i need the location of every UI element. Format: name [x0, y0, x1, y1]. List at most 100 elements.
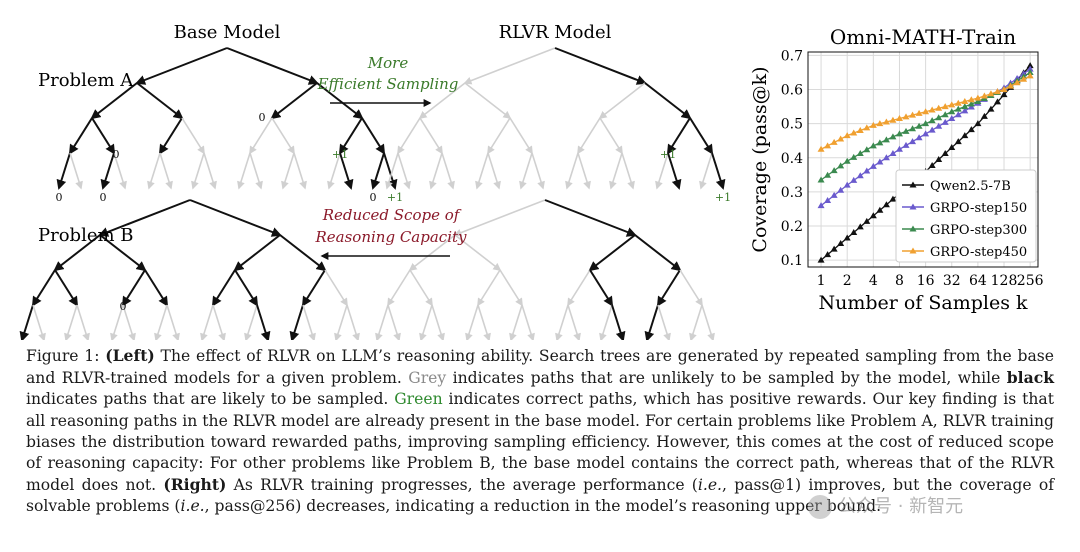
caption-s15: , pass@256) decreases, indicating a redu…: [204, 497, 882, 516]
more-efficient-sampling-arrow: More Efficient Sampling: [317, 54, 459, 107]
data-point: [869, 142, 877, 149]
tree-edge: [147, 152, 161, 190]
reward-label: 0: [56, 191, 63, 204]
tree-edge: [509, 304, 523, 340]
data-point: [922, 120, 930, 127]
tree-edge: [667, 152, 682, 190]
tree-edge: [397, 117, 421, 155]
rlvr-model-title: RLVR Model: [499, 22, 612, 43]
tree-edge: [477, 304, 491, 340]
data-point: [876, 139, 884, 146]
tree-edge: [465, 304, 479, 340]
tree-edge: [327, 152, 341, 190]
data-point: [987, 90, 995, 97]
tree-edge: [361, 117, 386, 155]
tree-edge: [477, 269, 501, 307]
problem-a-label: Problem A: [38, 70, 134, 91]
rlvr-tree-b: +100: [375, 199, 715, 340]
tree-edge: [555, 304, 569, 340]
tree-edge: [509, 117, 533, 155]
data-point: [863, 124, 871, 131]
legend-label: GRPO-step300: [930, 223, 1027, 238]
data-point: [948, 144, 956, 151]
legend-box: [895, 169, 1037, 263]
tree-edge: [166, 304, 180, 340]
tree-edge: [409, 269, 433, 307]
x-tick-label: 16: [917, 273, 935, 289]
legend-label: GRPO-step150: [930, 201, 1027, 216]
plot-frame: [807, 51, 1039, 268]
tree-edge: [375, 304, 389, 340]
caption-grey: Grey: [408, 369, 447, 388]
data-point: [843, 234, 851, 241]
tree-edge: [475, 152, 489, 190]
legend-label: Qwen2.5-7B: [930, 179, 1011, 194]
data-point: [954, 105, 962, 112]
tree-edge: [226, 47, 319, 85]
data-point: [967, 96, 975, 103]
reward-label: 0: [259, 111, 266, 124]
tree-edge: [699, 152, 713, 190]
tree-edge: [189, 199, 282, 237]
tree-edge: [567, 269, 591, 307]
tree-edge: [144, 269, 169, 307]
tree-edge: [234, 269, 259, 307]
x-tick-label: 32: [943, 273, 961, 289]
tree-edge: [666, 117, 691, 155]
data-point: [1026, 68, 1034, 75]
tree-edge: [301, 269, 326, 307]
data-point: [935, 156, 943, 162]
data-point: [902, 113, 910, 120]
tree-edge: [429, 152, 443, 190]
data-point: [993, 88, 1001, 95]
tree-edge: [64, 304, 78, 340]
data-point: [856, 150, 864, 157]
tree-edge: [531, 152, 545, 190]
y-tick-label: 0.5: [781, 117, 803, 133]
data-point: [824, 171, 832, 178]
data-point: [1026, 65, 1034, 72]
data-point: [1020, 75, 1028, 82]
data-point: [869, 121, 877, 128]
y-tick-label: 0.4: [781, 151, 803, 167]
data-point: [889, 116, 897, 123]
y-tick-label: 0.6: [781, 83, 803, 99]
data-point: [915, 134, 923, 141]
tree-edge: [599, 117, 623, 155]
data-point: [948, 101, 956, 108]
tree-edge: [588, 234, 636, 272]
data-point: [837, 162, 845, 169]
y-tick-label: 0.7: [781, 48, 803, 64]
data-point: [1013, 79, 1021, 86]
data-point: [889, 150, 897, 157]
data-point: [993, 98, 1001, 105]
data-point: [1007, 82, 1015, 89]
caption-black: black: [1006, 368, 1054, 388]
watermark: 公众号 · 新智元: [808, 492, 963, 519]
base-model-title: Base Model: [174, 22, 281, 43]
tree-edge: [281, 152, 295, 190]
tree-edge: [589, 269, 614, 307]
tree-edge: [203, 152, 217, 190]
tree-edge: [383, 152, 398, 190]
tree-edge: [609, 152, 623, 190]
rlvr-tree-a: +1+1: [385, 47, 731, 204]
data-point: [941, 111, 949, 118]
tree-edge: [249, 117, 273, 155]
tree-edge: [98, 199, 191, 237]
data-point: [909, 111, 917, 118]
tree-edge: [91, 117, 116, 155]
tree-edge: [711, 152, 726, 190]
caption-s3: The effect of RLVR on LLM’s reasoning ab…: [26, 347, 1054, 388]
legend-marker: [909, 247, 917, 254]
tree-edge: [657, 304, 671, 340]
arrow-top-line2: Efficient Sampling: [317, 75, 459, 93]
data-point: [987, 105, 995, 112]
reward-label: +1: [387, 191, 403, 204]
tree-edge: [487, 152, 501, 190]
tree-edge: [419, 117, 443, 155]
data-point: [935, 122, 943, 129]
data-point: [837, 186, 845, 193]
data-point: [876, 158, 884, 165]
